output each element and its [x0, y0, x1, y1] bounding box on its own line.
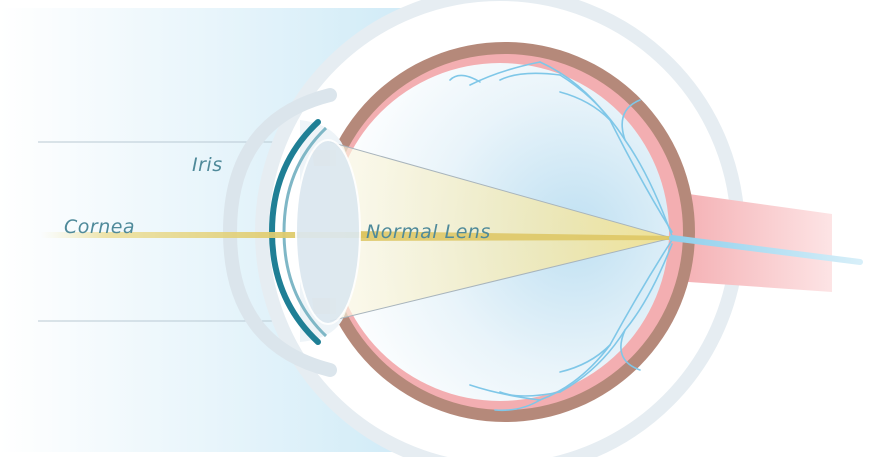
iris-label: Iris: [192, 154, 223, 176]
normal-lens: [296, 140, 360, 324]
normal-lens-label: Normal Lens: [366, 221, 491, 243]
cornea-label: Cornea: [64, 216, 135, 238]
